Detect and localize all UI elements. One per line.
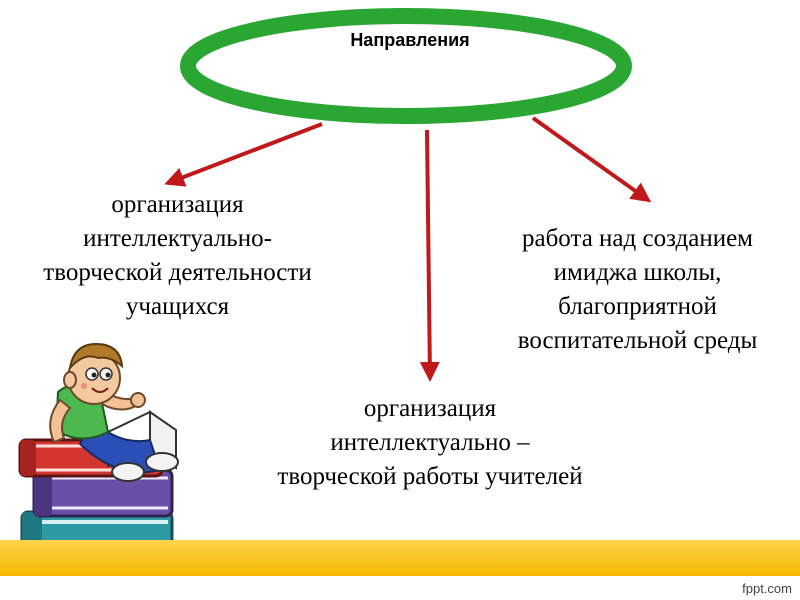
arrow-right	[531, 116, 652, 203]
branch-center-line: интеллектуально –	[330, 429, 530, 456]
branch-right-line: имиджа школы,	[553, 259, 722, 286]
branch-left-text: организация интеллектуально- творческой …	[0, 188, 355, 324]
diagram-title: Направления	[350, 30, 470, 50]
branch-center-line: творческой работы учителей	[277, 463, 583, 490]
boy-on-books-illustration	[18, 342, 179, 572]
arrow-left	[164, 122, 323, 187]
footer-stripe	[0, 540, 800, 576]
branch-right-text: работа над созданием имиджа школы, благо…	[475, 222, 800, 358]
branch-left-line: учащихся	[125, 293, 230, 320]
footer-watermark: fppt.com	[742, 581, 792, 596]
branch-center-text: организация интеллектуально – творческой…	[225, 392, 635, 494]
arrow-center	[419, 129, 440, 382]
branch-left-line: творческой деятельности	[43, 259, 312, 286]
branch-right-line: воспитательной среды	[517, 327, 758, 354]
branch-left-line: организация	[111, 191, 244, 218]
branch-left-line: интеллектуально-	[83, 225, 272, 252]
branch-right-line: благоприятной	[558, 293, 717, 320]
branch-center-line: организация	[363, 395, 497, 422]
branch-right-line: работа над созданием	[521, 225, 754, 252]
title-ellipse	[180, 8, 632, 124]
